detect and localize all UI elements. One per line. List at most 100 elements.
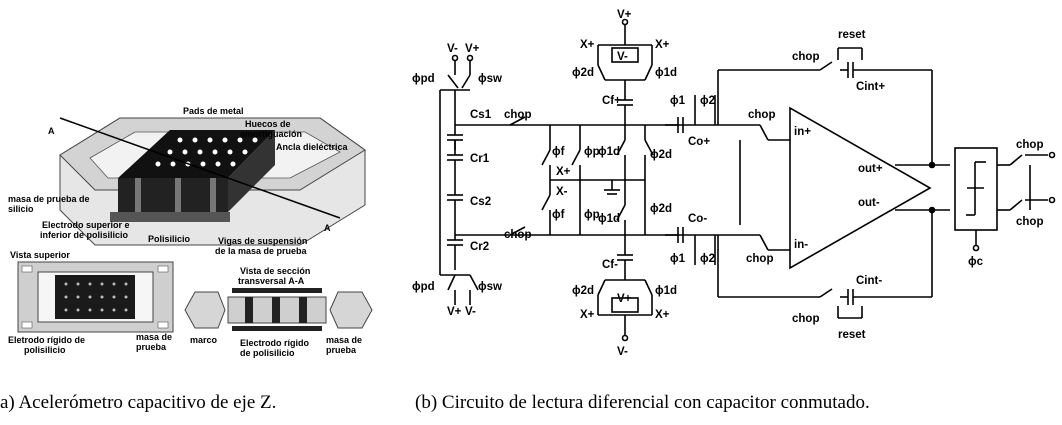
v-plus-bottom-label: V+	[447, 306, 462, 318]
phi-sw-top-label: ϕsw	[478, 73, 502, 85]
phi-p-bottom-label: ϕp	[584, 209, 600, 221]
section-line	[59, 117, 341, 219]
cint-plus-label: Cint+	[856, 81, 885, 93]
section-frame-right	[329, 291, 373, 329]
masa-top-label-2: prueba	[136, 342, 167, 352]
phi-1d-top-label: ϕ1d	[655, 67, 677, 79]
phi-pd-bottom-label: ϕpd	[412, 281, 435, 293]
section-bottom-electrode	[232, 326, 322, 331]
seccion-label-2: transversal A-A	[238, 276, 305, 286]
phi-p-top-label: ϕp	[584, 146, 600, 158]
reset-bottom-label: reset	[838, 329, 866, 341]
caption-a: a) Acelerómetro capacitivo de eje Z.	[0, 392, 277, 413]
cf-minus-label: Cf-	[602, 259, 618, 271]
vista-superior-label: Vista superior	[10, 250, 70, 260]
proof-mass-right	[228, 130, 275, 212]
chop-left-bottom-label: chop	[504, 229, 531, 241]
vigas-label-1: Vigas de suspensión	[218, 236, 307, 246]
section-a-left-label: A	[48, 126, 55, 136]
huecos-label-1: Huecos de	[245, 119, 291, 129]
cs1-label: Cs1	[470, 109, 492, 121]
polisilicio-label: Polisilicio	[148, 234, 191, 244]
v-minus-node-top-label: V-	[617, 51, 628, 63]
pads-label: Pads de metal	[183, 106, 244, 116]
accelerometer-figure: A A Pads de metal Huecos de amortiguació…	[8, 106, 373, 358]
bottom-electrode	[110, 212, 230, 222]
phi-2-top-label: ϕ2	[700, 95, 715, 107]
x-minus-mid-label: X-	[556, 186, 568, 198]
damping-holes	[155, 137, 258, 167]
phi-1-bottom-label: ϕ1	[670, 253, 686, 265]
masa-sec-label-1: masa de	[326, 335, 362, 345]
masa-sec-label-2: prueba	[326, 345, 357, 355]
phi-f-top-label: ϕf	[552, 146, 565, 158]
phi-2-bottom-label: ϕ2	[700, 253, 715, 265]
section-top-electrode	[232, 288, 322, 293]
phi-1d-bottom-label: ϕ1d	[655, 285, 677, 297]
amplifier	[789, 106, 932, 270]
seccion-label-1: Vista de sección	[240, 266, 310, 276]
masa-label-1: masa de prueba de	[8, 194, 90, 204]
phi-2d-mid-bottom-label: ϕ2d	[650, 203, 672, 215]
chop-feedback-bottom-label: chop	[792, 313, 819, 325]
eletrodo-label-1: Eletrodo rígido de	[8, 335, 85, 345]
cint-minus-label: Cint-	[856, 275, 882, 287]
v-minus-node-label: V-	[617, 346, 628, 358]
masa-top-label-1: masa de	[136, 332, 172, 342]
phi-f-bottom-label: ϕf	[552, 209, 565, 221]
v-plus-top-label: V+	[465, 43, 480, 55]
electrodo-sec-label-2: de polisilicio	[240, 348, 295, 358]
v-plus-node-bottom-label: V+	[617, 293, 632, 305]
phi-sw-bottom-label: ϕsw	[478, 281, 502, 293]
x-plus-top-left-label: X+	[580, 39, 595, 51]
marco-label: marco	[190, 335, 218, 345]
ancla-label: Ancla dieléctrica	[276, 142, 349, 152]
x-plus-bottom-right-label: X+	[655, 309, 670, 321]
phi-1-top-label: ϕ1	[670, 95, 686, 107]
circuit-labels: V- V+ ϕpd ϕsw Cs1 chop Cr1 Cs2 chop Cr2 …	[412, 9, 1043, 358]
masa-label-2: silicio	[8, 204, 34, 214]
caption-b: (b) Circuito de lectura diferencial con …	[415, 392, 870, 413]
top-view-mass	[55, 275, 135, 319]
cr2-label: Cr2	[470, 241, 489, 253]
phi-1d-mid-bottom-label: ϕ1d	[598, 213, 620, 225]
chop-left-top-label: chop	[504, 109, 531, 121]
section-frame-left	[184, 291, 226, 329]
cf-plus-label: Cf+	[602, 95, 621, 107]
in-minus-label: in-	[794, 239, 808, 251]
vigas-label-2: de la masa de prueba	[215, 246, 308, 256]
x-plus-bottom-left-label: X+	[580, 309, 595, 321]
chop-out-top-label: chop	[1016, 139, 1043, 151]
co-minus-label: Co-	[688, 213, 707, 225]
cr1-label: Cr1	[470, 153, 490, 165]
out-plus-label: out+	[858, 163, 883, 175]
in-plus-label: in+	[794, 126, 811, 138]
electrodo-label-1: Electrodo superior e	[42, 220, 130, 230]
output-chopper	[954, 147, 998, 231]
phi-2d-top-label: ϕ2d	[572, 67, 594, 79]
phi-c-label: ϕc	[968, 256, 984, 268]
huecos-label-2: amortiguación	[240, 129, 302, 139]
x-plus-top-right-label: X+	[655, 39, 670, 51]
section-a-right-label: A	[324, 223, 331, 233]
v-minus-bottom-label: V-	[465, 306, 476, 318]
phi-2d-bottom-label: ϕ2d	[572, 285, 594, 297]
chop-amp-bottom-label: chop	[746, 253, 773, 265]
electrodo-label-2: inferior de polisilicio	[40, 230, 129, 240]
phi-2d-mid-top-label: ϕ2d	[650, 149, 672, 161]
v-minus-top-label: V-	[447, 43, 458, 55]
out-minus-label: out-	[858, 197, 880, 209]
co-plus-label: Co+	[688, 136, 710, 148]
chop-feedback-top-label: chop	[792, 51, 819, 63]
electrodo-sec-label-1: Electrodo rígido	[240, 338, 310, 348]
v-plus-node-label: V+	[617, 9, 632, 21]
x-plus-mid-label: X+	[556, 166, 571, 178]
phi-pd-top-label: ϕpd	[412, 73, 435, 85]
chop-amp-top-label: chop	[748, 109, 775, 121]
cs2-label: Cs2	[470, 196, 491, 208]
reset-top-label: reset	[838, 29, 866, 41]
readout-circuit-figure	[439, 18, 1056, 342]
chop-out-bottom-label: chop	[1016, 216, 1043, 228]
phi-1d-mid-top-label: ϕ1d	[598, 146, 620, 158]
